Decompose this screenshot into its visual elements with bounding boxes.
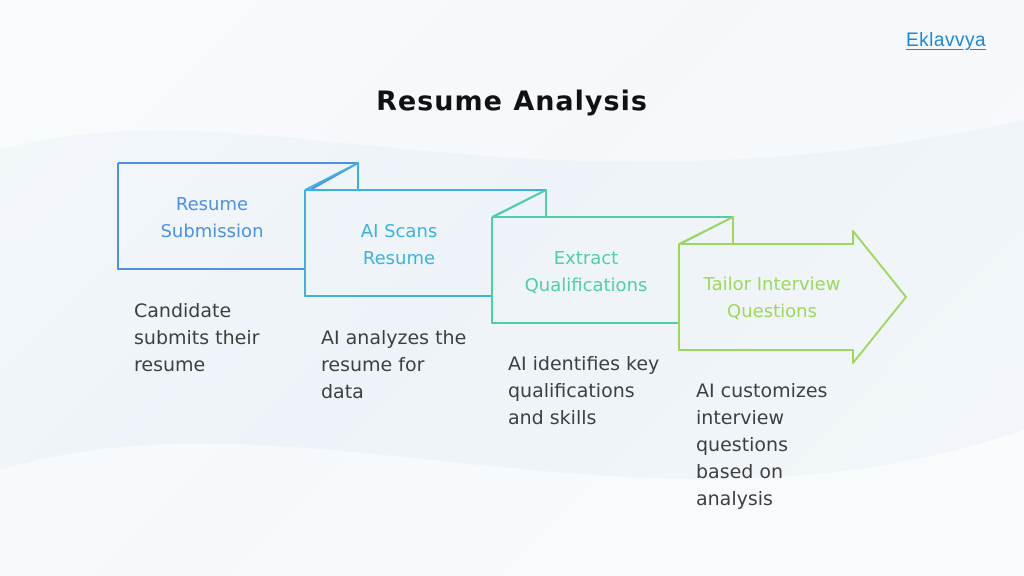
- step-desc-2: AI analyzes the resume for data: [321, 325, 466, 406]
- step-desc-4-line-3: questions: [696, 434, 788, 456]
- page-title: Resume Analysis: [376, 86, 648, 117]
- step-label-4-line-2: Questions: [727, 301, 817, 322]
- step-desc-3-line-2: qualifications: [508, 380, 635, 402]
- step-desc-4-line-4: based on: [696, 461, 784, 483]
- step-label-3: Extract Qualifications: [492, 245, 680, 299]
- step-desc-1-line-2: submits their: [134, 327, 260, 349]
- step-desc-2-line-3: data: [321, 381, 364, 403]
- step-desc-1-line-3: resume: [134, 354, 206, 376]
- step-desc-1-line-1: Candidate: [134, 300, 232, 322]
- step-label-4: Tailor Interview Questions: [679, 271, 865, 325]
- step-desc-4: AI customizes interview questions based …: [696, 378, 827, 513]
- step-desc-2-line-1: AI analyzes the: [321, 327, 467, 349]
- step-desc-3-line-1: AI identifies key: [508, 353, 660, 375]
- step-label-2-line-1: AI Scans: [360, 221, 438, 242]
- step-desc-3-line-3: and skills: [508, 407, 597, 429]
- step-desc-4-line-5: analysis: [696, 488, 773, 510]
- step-label-3-line-2: Qualifications: [524, 275, 648, 296]
- step-label-1-line-2: Submission: [160, 221, 264, 242]
- step-label-2-line-2: Resume: [362, 248, 436, 269]
- step-shape-4: [678, 216, 907, 364]
- step-desc-3: AI identifies key qualifications and ski…: [508, 351, 659, 432]
- step-label-1-line-1: Resume: [175, 194, 249, 215]
- step-label-4-line-1: Tailor Interview: [703, 274, 841, 295]
- step-label-1: Resume Submission: [118, 191, 306, 245]
- step-label-2: AI Scans Resume: [305, 218, 493, 272]
- brand-logo[interactable]: Eklavvya: [906, 30, 987, 51]
- step-desc-4-line-1: AI customizes: [696, 380, 828, 402]
- step-desc-2-line-2: resume for: [321, 354, 425, 376]
- step-label-3-line-1: Extract: [553, 248, 619, 269]
- step-desc-1: Candidate submits their resume: [134, 298, 259, 379]
- step-desc-4-line-2: interview: [696, 407, 785, 429]
